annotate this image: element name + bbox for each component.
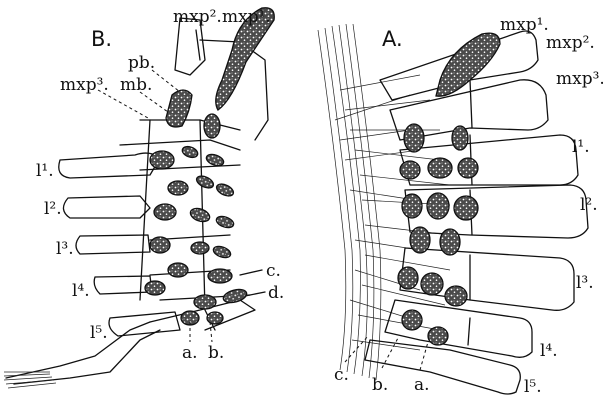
panel-b-label-l2: l². — [44, 199, 62, 219]
panel-a-label-l2: l². — [580, 195, 598, 215]
panel-b-title: B. — [91, 27, 112, 51]
panel-a-label-l3: l³. — [576, 273, 594, 293]
panel-b-label-mxp2: mxp². — [173, 7, 222, 27]
panel-b-leg-3 — [76, 235, 150, 254]
panel-b-label-d: d. — [268, 283, 284, 303]
panel-b-label-l1: l¹. — [36, 161, 54, 181]
panel-a-title: A. — [382, 27, 403, 51]
panel-b-label-l5: l⁵. — [90, 323, 108, 343]
panel-b-label-pb: pb. — [128, 53, 155, 73]
panel-b-label-c: c. — [266, 261, 281, 281]
panel-b-label-l3: l³. — [56, 239, 74, 259]
panel-b-tail-setae — [4, 322, 160, 388]
panel-b-label-mxp1: mxp¹. — [222, 7, 271, 27]
panel-a-label-mxp1: mxp¹. — [500, 15, 549, 35]
panel-a-label-c: c. — [334, 365, 349, 385]
panel-a-label-mxp2: mxp². — [546, 33, 595, 53]
panel-a-leg-1 — [400, 135, 578, 185]
panel-a-label-l5: l⁵. — [524, 377, 542, 397]
panel-a-label-mxp3: mxp³. — [556, 69, 603, 89]
panel-a: A. mxp¹. mxp². mxp³. l¹. l². l³. l⁴. l⁵.… — [318, 15, 603, 397]
panel-a-label-l4: l⁴. — [540, 341, 558, 361]
panel-b-label-mb: mb. — [120, 75, 152, 95]
panel-b-label-a: a. — [182, 343, 198, 363]
panel-a-label-b: b. — [372, 375, 388, 395]
panel-a-label-l1: l¹. — [572, 137, 590, 157]
panel-b-label-b: b. — [208, 343, 224, 363]
panel-b-label-l4: l⁴. — [72, 281, 90, 301]
panel-b-leg-4 — [94, 276, 152, 294]
panel-b-label-mxp3: mxp³. — [60, 75, 109, 95]
panel-b: B. mxp². mxp¹. pb. mb. mxp³. l¹. l². l³.… — [4, 7, 284, 388]
panel-b-gill-spots — [145, 90, 248, 325]
panel-b-leg-1 — [59, 153, 160, 178]
panel-a-label-a: a. — [414, 375, 430, 395]
panel-b-leg-2 — [63, 196, 150, 218]
